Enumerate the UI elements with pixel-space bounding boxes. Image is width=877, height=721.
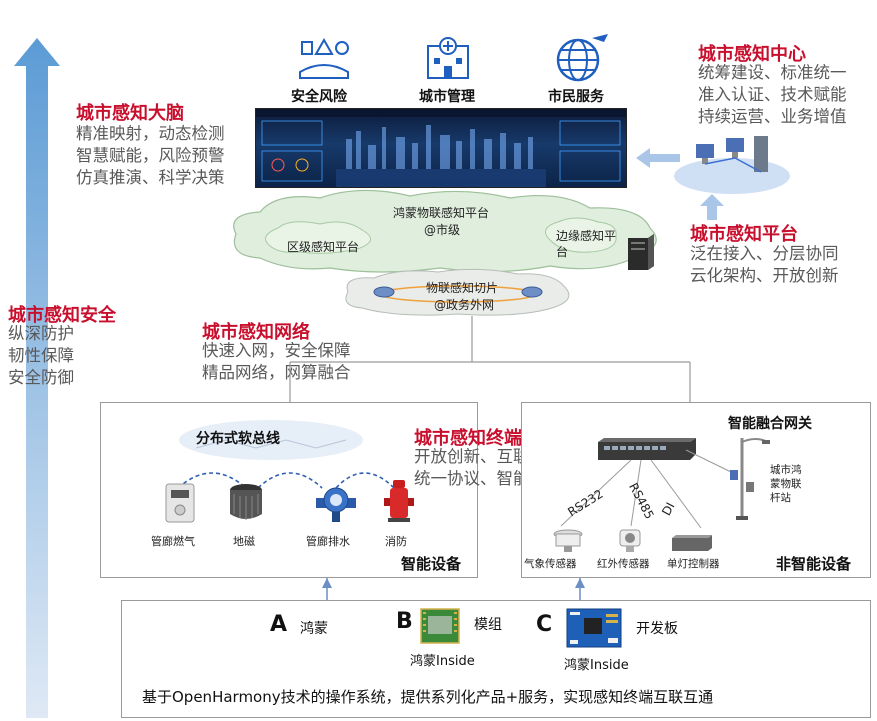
option-c-inside: 鸿蒙Inside [564,658,629,673]
iot-platform-cloud [233,189,657,273]
device-link-arrows [177,472,395,489]
safety-risk-icon [299,38,349,79]
globe-plane-icon [556,34,608,82]
terminal-title: 城市感知终端 [414,428,522,449]
city-brain-dashboard [255,108,627,188]
service-safety-label: 安全风险 [291,89,347,105]
edge-server-icon [628,234,654,270]
iot-platform-title: 鸿蒙物联感知平台 [393,206,490,220]
module-chip-icon [420,608,460,644]
sensor-label-infrared: 红外传感器 [597,558,650,570]
gateway-label: 智能融合网关 [728,416,812,432]
edge-platform: 边缘感知平台 [556,229,617,259]
device-label-geomagnetic: 地磁 [233,535,255,548]
brain-line-2: 智慧赋能，风险预警 [76,146,225,165]
dashboard-map-graphic [256,109,626,187]
drain-meter-icon [316,487,356,522]
option-c-text: 开发板 [636,621,678,637]
footer-description: 基于OpenHarmony技术的操作系统，提供系列化产品+服务，实现感知终端互联… [142,688,714,706]
geomagnetic-sensor-icon [230,484,262,520]
iot-pole-icon [730,438,770,520]
hospital-building-icon [427,37,469,79]
brain-title: 城市感知大脑 [76,103,184,124]
iot-platform-sub: @市级 [424,223,461,237]
center-line-1: 统筹建设、标准统一 [698,63,847,82]
security-line-3: 安全防御 [8,368,74,387]
network-line-2: 精品网络，网算融合 [202,363,351,382]
security-title: 城市感知安全 [8,305,116,326]
center-title: 城市感知中心 [698,44,806,65]
lamp-controller-icon [672,535,712,551]
dev-board-icon [566,608,622,648]
network-title: 城市感知网络 [202,322,310,343]
brain-line-3: 仿真推演、科学决策 [76,168,225,187]
option-b-text: 模组 [474,617,502,633]
platform-line-2: 云化架构、开放创新 [690,266,839,285]
center-line-2: 准入认证、技术赋能 [698,85,847,104]
platform-line-1: 泛在接入、分层协同 [690,244,839,263]
slice-title: 物联感知切片 [426,281,499,295]
option-b-inside: 鸿蒙Inside [410,654,475,669]
smart-devices-label: 智能设备 [401,555,462,573]
soft-bus-label: 分布式软总线 [196,431,280,447]
gateway-connection-lines [560,449,732,529]
slice-sub: @政务外网 [434,298,495,312]
brain-line-1: 精准映射，动态检测 [76,124,225,143]
district-platform: 区级感知平台 [287,240,360,254]
fire-hydrant-icon [384,480,414,522]
service-citizen-label: 市民服务 [548,89,604,105]
security-line-2: 韧性保障 [8,346,74,365]
gas-meter-icon [165,483,195,523]
option-c-letter: C [536,612,553,637]
option-b-letter: B [396,609,413,634]
pole-label: 城市鸿蒙物联杆站 [770,464,802,504]
security-line-1: 纵深防护 [8,324,74,343]
nonsmart-devices-label: 非智能设备 [776,555,852,573]
device-label-gas: 管廊燃气 [151,535,195,548]
gateway-device-icon [598,438,696,460]
network-line-1: 快速入网，安全保障 [202,341,351,360]
option-a-text: 鸿蒙 [300,621,328,637]
left-security-arrow [14,38,60,718]
service-city-mgmt-label: 城市管理 [419,89,475,105]
device-label-drain: 管廊排水 [306,535,350,548]
data-center-icon [674,136,790,194]
soft-bus-ellipse [179,420,363,460]
platform-title: 城市感知平台 [690,224,798,245]
sensor-label-weather: 气象传感器 [524,558,577,570]
platform-to-center-arrow [700,194,724,220]
infrared-sensor-icon [619,529,641,552]
center-to-brain-arrow [636,148,680,168]
weather-sensor-icon [553,529,583,552]
device-label-fire: 消防 [385,535,407,548]
bottom-os-box [121,600,871,718]
center-line-3: 持续运营、业务增值 [698,107,847,126]
iot-slice-cloud [345,268,570,316]
sensor-label-lamp: 单灯控制器 [667,558,720,570]
option-a-letter: A [270,612,288,637]
